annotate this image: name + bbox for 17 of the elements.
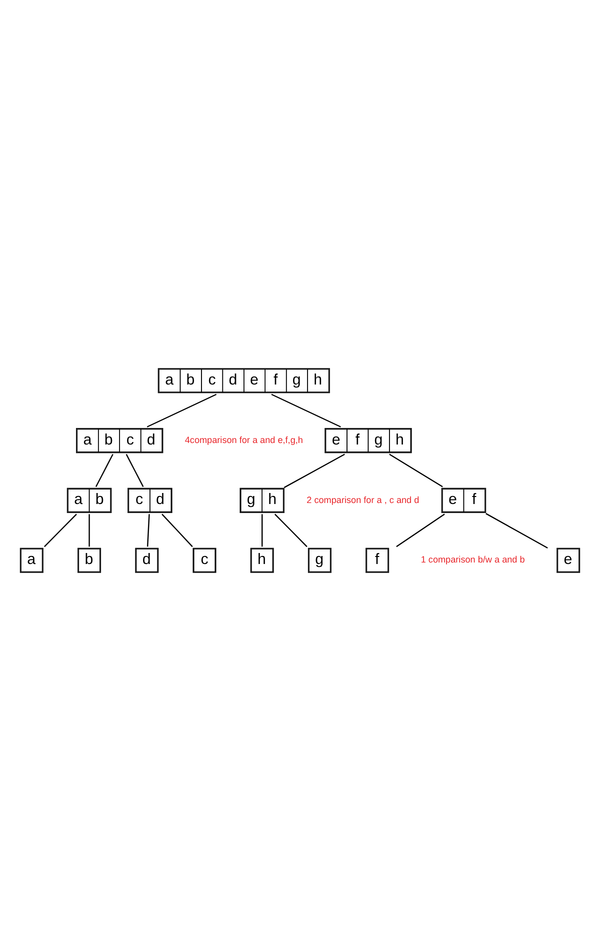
connector [95,454,114,487]
connector [274,513,308,547]
connector [44,513,77,547]
label: 1 comparison b/w a and b [420,554,525,564]
connector [271,393,341,427]
connector [262,514,263,546]
label: 2 comparison for a , c and d [306,494,420,504]
connector [486,512,548,548]
connector [396,513,445,547]
connector [284,453,345,488]
connector [146,514,150,546]
label: 4comparison for a and e,f,g,h [184,434,303,444]
connector [146,393,217,427]
connector [88,514,90,546]
connector [126,454,144,487]
connector [389,453,443,487]
connector [162,513,193,547]
